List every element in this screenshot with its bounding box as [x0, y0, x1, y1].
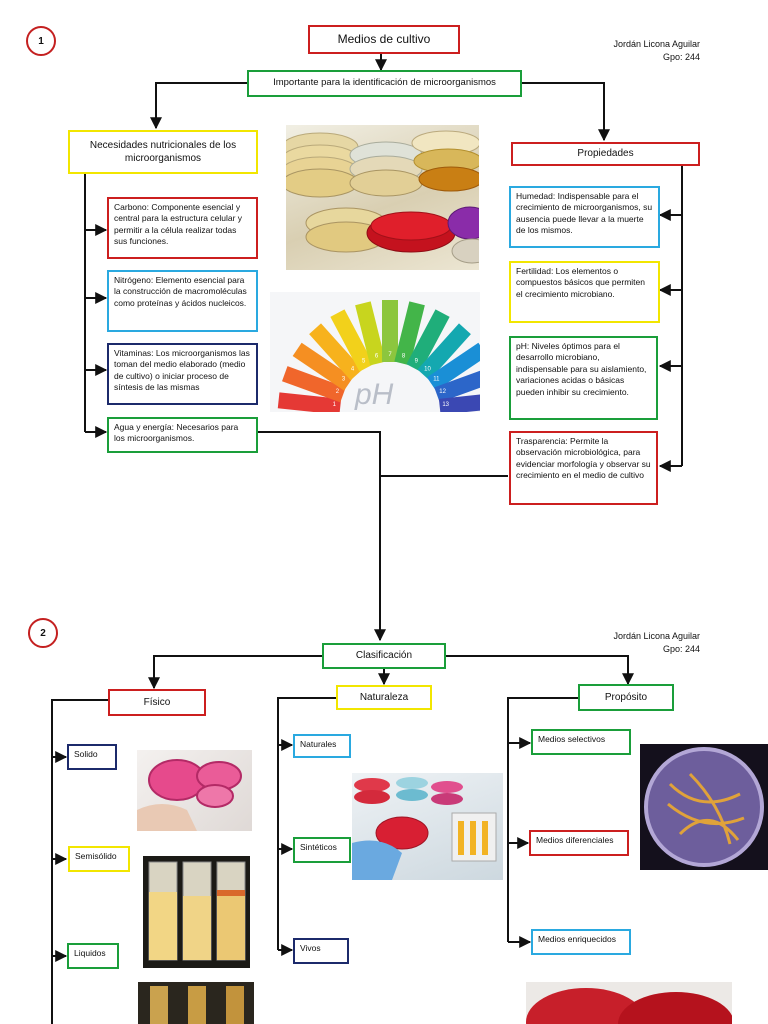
- main-title: Medios de cultivo: [308, 25, 460, 54]
- liquid-box: Liquidos: [67, 943, 119, 969]
- nutritional-needs-header: Necesidades nutricionales de los microor…: [68, 130, 258, 174]
- author-name: Jordán Licona Aguilar: [613, 39, 700, 49]
- living-box: Vivos: [293, 938, 349, 964]
- transparency-box: Trasparencia: Permite la observación mic…: [509, 431, 658, 505]
- liquid-media-photo: [138, 982, 254, 1024]
- ph-scale-number: 4: [351, 366, 355, 372]
- lab-media-photo: [352, 773, 503, 880]
- carbon-box: Carbono: Componente esencial y central p…: [107, 197, 258, 259]
- purpose-header: Propósito: [578, 684, 674, 711]
- differential-media-box: Medios diferenciales: [529, 830, 629, 856]
- ph-scale-number: 13: [442, 402, 449, 408]
- ph-scale-number: 6: [375, 354, 379, 360]
- synthetic-box: Sintéticos: [293, 837, 351, 863]
- ph-scale-number: 10: [424, 366, 431, 372]
- ph-scale-number: 12: [439, 389, 446, 395]
- section-number-badge: 1: [26, 26, 56, 56]
- solid-box: Solido: [67, 744, 117, 770]
- author-block-2: Jordán Licona Aguilar Gpo: 244: [613, 630, 700, 655]
- classification-title: Clasificación: [322, 643, 446, 669]
- ph-scale-number: 1: [333, 402, 337, 408]
- vitamins-box: Vitaminas: Los microorganismos las toman…: [107, 343, 258, 405]
- nitrogen-box: Nitrógeno: Elemento esencial para la con…: [107, 270, 258, 332]
- ph-scale-number: 11: [433, 377, 440, 383]
- author-block: Jordán Licona Aguilar Gpo: 244: [613, 38, 700, 63]
- author-group-2: Gpo: 244: [662, 643, 700, 654]
- solid-media-photo: [137, 750, 252, 831]
- ph-scale-number: 7: [388, 352, 392, 358]
- properties-header: Propiedades: [511, 142, 700, 166]
- subtitle-box: Importante para la identificación de mic…: [247, 70, 522, 97]
- fertility-box: Fertilidad: Los elementos o compuestos b…: [509, 261, 660, 323]
- section-number-badge-2: 2: [28, 618, 58, 648]
- selective-media-box: Medios selectivos: [531, 729, 631, 755]
- ph-box: pH: Niveles óptimos para el desarrollo m…: [509, 336, 658, 420]
- ph-scale-number: 2: [336, 389, 340, 395]
- ph-scale-number: 9: [415, 359, 419, 365]
- semisolid-box: Semisólido: [68, 846, 130, 872]
- ph-scale-number: 5: [362, 359, 366, 365]
- author-name-2: Jordán Licona Aguilar: [613, 631, 700, 641]
- enriched-media-photo: [526, 982, 732, 1024]
- water-energy-box: Agua y energía: Necesarios para los micr…: [107, 417, 258, 453]
- petri-dishes-photo: [286, 125, 479, 270]
- semisolid-media-photo: [143, 856, 250, 968]
- author-group: Gpo: 244: [662, 51, 700, 62]
- ph-label: pH: [354, 378, 394, 411]
- physical-header: Físico: [108, 689, 206, 716]
- natural-box: Naturales: [293, 734, 351, 758]
- ph-scale-number: 3: [342, 377, 346, 383]
- ph-scale-number: 8: [402, 354, 406, 360]
- humidity-box: Humedad: Indispensable para el crecimien…: [509, 186, 660, 248]
- selective-media-photo: [640, 744, 768, 870]
- nature-header: Naturaleza: [336, 685, 432, 710]
- enriched-media-box: Medios enriquecidos: [531, 929, 631, 955]
